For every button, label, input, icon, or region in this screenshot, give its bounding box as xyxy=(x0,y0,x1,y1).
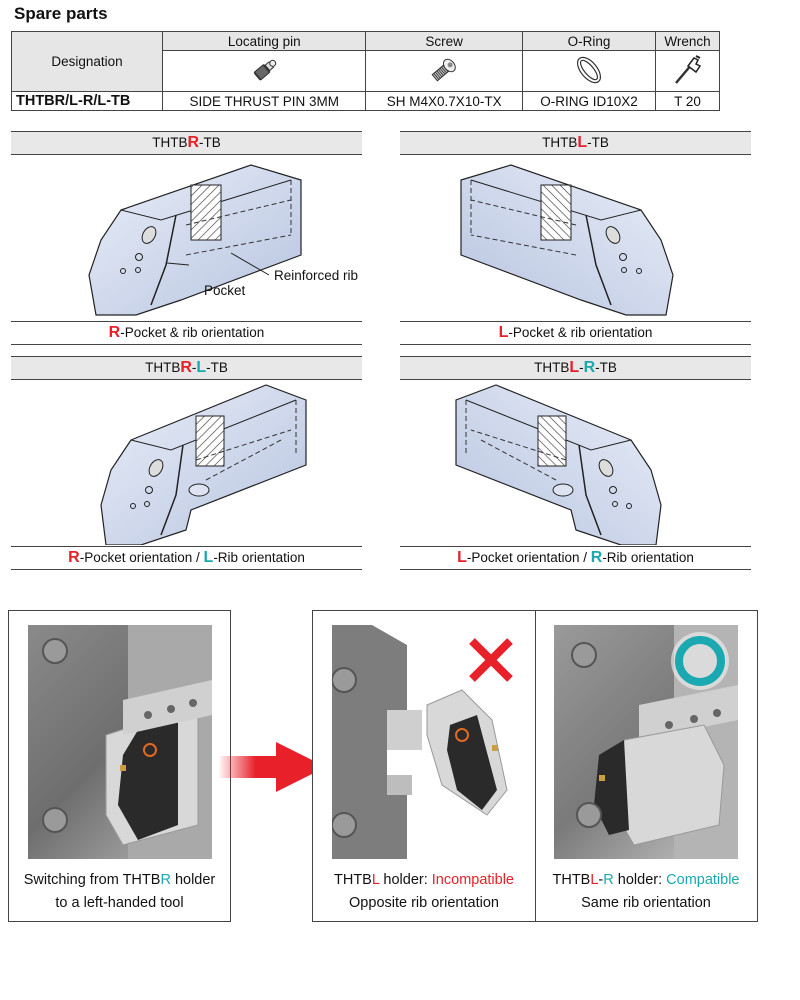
designation-value: THTBR/L-R/L-TB xyxy=(11,91,163,111)
locating-pin-icon xyxy=(254,59,277,80)
circle-mark-icon xyxy=(671,632,729,690)
rib-leader-line xyxy=(230,252,270,276)
pocket-leader-line xyxy=(166,262,190,266)
compatible-status: Compatible xyxy=(666,872,740,888)
o-ring-cell xyxy=(521,50,657,92)
locating-pin-cell xyxy=(161,50,367,92)
arrow-right-icon xyxy=(218,742,326,792)
holder-diagram-l xyxy=(460,164,674,316)
locating-pin-value: SIDE THRUST PIN 3MM xyxy=(161,91,367,111)
diagram-panel-r: THTBR-TB Pocket Reinforced rib R-Pocket … xyxy=(11,125,362,345)
holder-diagram-l-r xyxy=(455,384,662,545)
compatibility-box: THTBL holder: Incompatible Opposite rib … xyxy=(312,610,758,922)
diagram-panel-l-r: THTBL-R-TB L-Pocket orientation / R-Rib … xyxy=(400,350,751,570)
column-header-locating-pin: Locating pin xyxy=(161,31,367,51)
o-ring-icon xyxy=(576,56,602,83)
wrench-icon xyxy=(674,54,701,84)
cross-mark-icon xyxy=(469,638,513,682)
wrench-cell xyxy=(655,50,720,92)
diagram-title: THTBR-TB xyxy=(11,131,362,155)
incompatible-caption: THTBL holder: Incompatible Opposite rib … xyxy=(333,872,514,911)
holder-diagram-r xyxy=(88,164,302,316)
diagram-caption: R-Pocket orientation / L-Rib orientation xyxy=(11,546,362,570)
page-title: Spare parts xyxy=(14,4,108,23)
screw-cell xyxy=(365,50,523,92)
diagram-caption: L-Pocket & rib orientation xyxy=(400,321,751,345)
compatible-caption: THTBL-R holder: Compatible Same rib orie… xyxy=(552,872,740,911)
diagram-caption: L-Pocket orientation / R-Rib orientation xyxy=(400,546,751,570)
diagram-title: THTBL-TB xyxy=(400,131,751,155)
holder-diagram-r-l xyxy=(100,384,307,545)
diagram-caption: R-Pocket & rib orientation xyxy=(11,321,362,345)
diagram-panel-l: THTBL-TB L-Pocket & rib orientation xyxy=(400,125,751,345)
screw-value: SH M4X0.7X10-TX xyxy=(365,91,523,111)
diagram-title: THTBR-L-TB xyxy=(11,356,362,380)
designation-header: Designation xyxy=(11,31,163,92)
pocket-callout: Pocket xyxy=(204,283,246,298)
incompatible-status: Incompatible xyxy=(431,872,514,888)
spare-parts-table: Designation Locating pin Screw O-Ring Wr… xyxy=(11,31,720,111)
screw-icon xyxy=(431,58,456,81)
o-ring-value: O-RING ID10X2 xyxy=(521,91,657,111)
column-header-wrench: Wrench xyxy=(655,31,720,51)
incompatible-photo xyxy=(332,625,519,859)
column-header-screw: Screw xyxy=(365,31,523,51)
reinforced-rib-callout: Reinforced rib xyxy=(274,268,359,283)
diagram-panel-r-l: THTBR-L-TB R-Pocket orientation / L-Rib … xyxy=(11,350,362,570)
divider xyxy=(535,611,536,921)
switching-photo xyxy=(28,625,212,859)
switching-box: Switching from THTBR holder to a left-ha… xyxy=(8,610,231,922)
diagram-title: THTBL-R-TB xyxy=(400,356,751,380)
switching-caption: Switching from THTBR holder to a left-ha… xyxy=(23,872,216,911)
column-header-o-ring: O-Ring xyxy=(521,31,657,51)
wrench-value: T 20 xyxy=(655,91,720,111)
